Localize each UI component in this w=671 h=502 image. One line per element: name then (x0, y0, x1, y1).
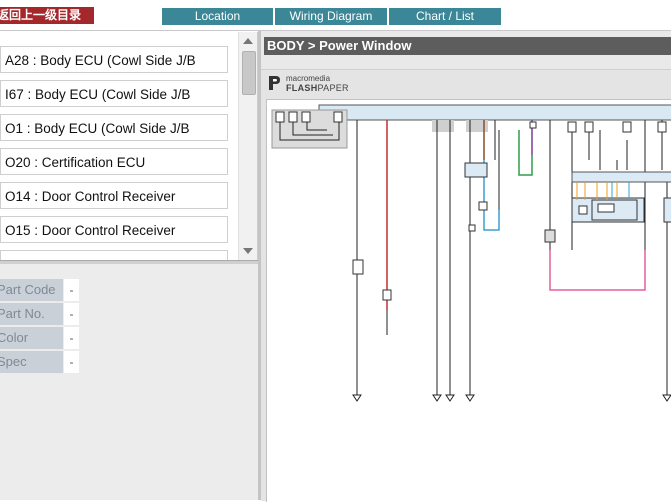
flashpaper-logo-icon (269, 76, 280, 90)
property-value: - (64, 327, 79, 349)
property-value: - (64, 279, 79, 301)
flashpaper-viewer[interactable]: macromedia FLASHPAPER (261, 69, 671, 502)
diagram-page (266, 99, 671, 502)
scroll-down-arrow-icon[interactable] (243, 248, 253, 254)
breadcrumb: BODY > Power Window (264, 37, 671, 55)
logo-macromedia-text: macromedia (286, 74, 331, 83)
list-item[interactable]: O14 : Door Control Receiver (0, 182, 228, 209)
vertical-splitter[interactable] (258, 31, 261, 500)
logo-paper-text: PAPER (317, 83, 349, 93)
tab-wiring-diagram[interactable]: Wiring Diagram (275, 8, 387, 25)
list-item[interactable]: O20 : Certification ECU (0, 148, 228, 175)
connector-list: A28 : Body ECU (Cowl Side J/B I67 : Body… (0, 32, 258, 260)
list-scrollbar[interactable] (238, 32, 257, 260)
list-item-partial[interactable] (0, 250, 228, 260)
list-item[interactable]: A28 : Body ECU (Cowl Side J/B (0, 46, 228, 73)
property-label: Part Code (0, 279, 63, 301)
list-item[interactable]: O15 : Door Control Receiver (0, 216, 228, 243)
property-label: Spec (0, 351, 63, 373)
properties-panel: Part Code - Part No. - Color - Spec - (0, 264, 258, 500)
scroll-up-arrow-icon[interactable] (243, 38, 253, 44)
wiring-diagram (271, 104, 671, 402)
tab-location[interactable]: Location (162, 8, 273, 25)
top-bar: 返回上一级目录 Location Wiring Diagram Chart / … (0, 0, 671, 30)
horizontal-splitter[interactable] (0, 260, 258, 264)
property-label: Part No. (0, 303, 63, 325)
diagram-panel: BODY > Power Window macromedia FLASHPAPE… (261, 31, 671, 502)
property-value: - (64, 303, 79, 325)
logo-flashpaper-text: FLASHPAPER (286, 83, 349, 93)
back-to-parent-button[interactable]: 返回上一级目录 (0, 7, 94, 24)
tab-chart-list[interactable]: Chart / List (389, 8, 501, 25)
list-item[interactable]: O1 : Body ECU (Cowl Side J/B (0, 114, 228, 141)
list-item[interactable]: I67 : Body ECU (Cowl Side J/B (0, 80, 228, 107)
logo-flash-text: FLASH (286, 83, 318, 93)
property-label: Color (0, 327, 63, 349)
scroll-thumb[interactable] (242, 51, 256, 95)
top-divider (0, 30, 671, 31)
property-value: - (64, 351, 79, 373)
